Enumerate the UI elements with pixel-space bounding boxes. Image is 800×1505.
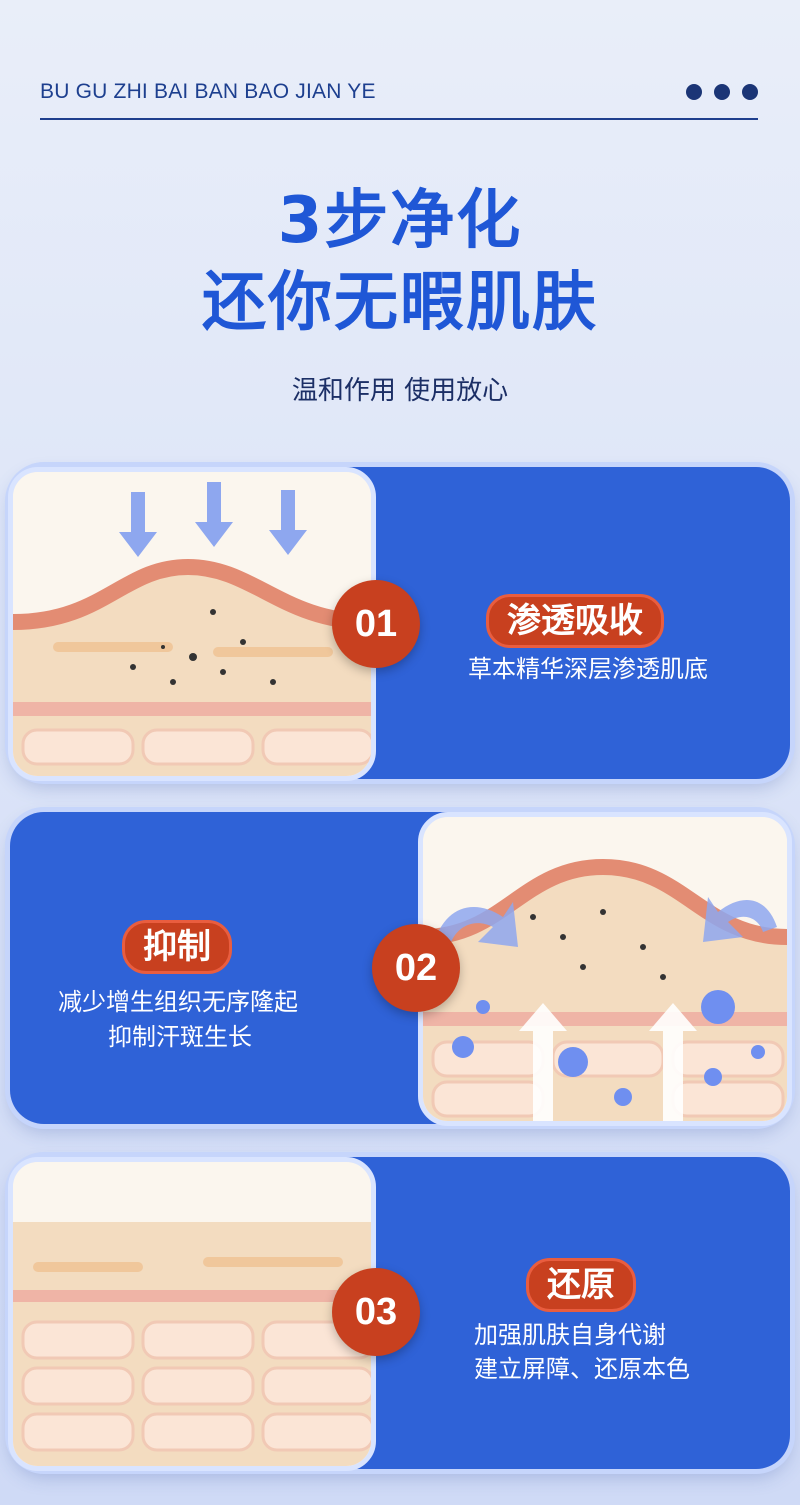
step-title-pill: 还原 <box>526 1258 636 1312</box>
dot-icon <box>714 84 730 100</box>
step-number-badge: 02 <box>372 924 460 1012</box>
top-bar: BU GU ZHI BAI BAN BAO JIAN YE <box>40 78 758 120</box>
title-line-1: 3步净化 <box>277 184 523 258</box>
step-title-pill: 抑制 <box>122 920 232 974</box>
step-number-badge: 01 <box>332 580 420 668</box>
hero-title: 3步净化 还你无暇肌肤 <box>0 180 800 344</box>
title-line-2: 还你无暇肌肤 <box>202 266 598 340</box>
skin-illustration-1 <box>8 467 376 781</box>
step-description: 草本精华深层渗透肌底 <box>468 655 708 683</box>
skin-restore-illustration <box>13 1162 371 1466</box>
step-number-badge: 03 <box>332 1268 420 1356</box>
skin-illustration-2 <box>418 812 792 1126</box>
skin-illustration-3 <box>8 1157 376 1471</box>
more-dots-icon[interactable] <box>686 84 758 100</box>
step-title-pill: 渗透吸收 <box>486 594 664 648</box>
step-description: 加强肌肤自身代谢 <box>474 1321 666 1349</box>
step-description: 抑制汗斑生长 <box>108 1023 252 1051</box>
step-description: 减少增生组织无序隆起 <box>58 988 298 1016</box>
brand-name: BU GU ZHI BAI BAN BAO JIAN YE <box>40 80 376 103</box>
hero-subtitle: 温和作用 使用放心 <box>291 376 509 406</box>
dot-icon <box>686 84 702 100</box>
header-divider <box>40 118 758 120</box>
dot-icon <box>742 84 758 100</box>
skin-absorb-illustration <box>13 472 371 776</box>
step-description: 建立屏障、还原本色 <box>474 1355 690 1383</box>
skin-inhibit-illustration <box>423 817 787 1121</box>
